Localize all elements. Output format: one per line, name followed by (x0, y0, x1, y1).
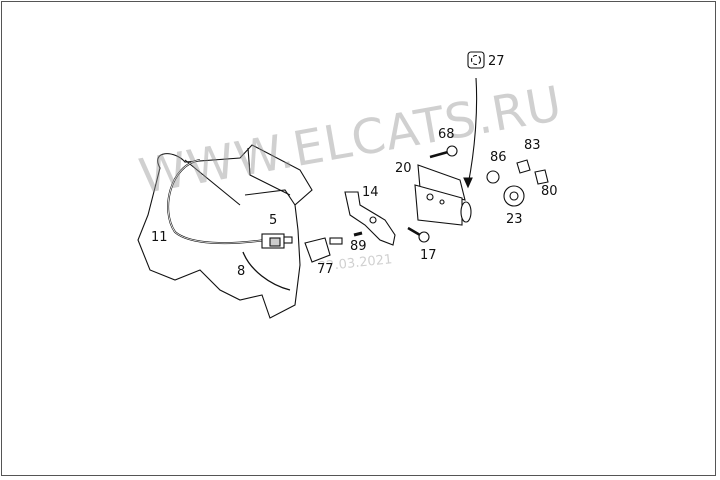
label-11: 11 (151, 230, 168, 245)
label-17: 17 (420, 248, 437, 263)
part-20-control-unit[interactable] (414, 164, 472, 226)
label-14: 14 (362, 185, 379, 200)
label-80: 80 (541, 184, 558, 199)
label-86: 86 (490, 150, 507, 165)
grommet-icon (467, 51, 485, 69)
part-8-heater-housing[interactable] (137, 144, 313, 319)
label-27: 27 (488, 54, 505, 69)
label-89: 89 (350, 239, 367, 254)
part-68-screw[interactable] (429, 145, 458, 159)
label-83: 83 (524, 138, 541, 153)
arrow-27 (467, 77, 478, 186)
part-80-clip[interactable] (534, 169, 549, 185)
part-89-bulb[interactable] (353, 231, 363, 237)
label-77: 77 (317, 262, 334, 277)
part-86-nut[interactable] (486, 170, 500, 184)
part-17-screw[interactable] (407, 226, 430, 243)
part-77-switch-valve[interactable] (304, 237, 343, 263)
label-68: 68 (438, 127, 455, 142)
label-8: 8 (237, 264, 246, 279)
part-83-clip[interactable] (516, 159, 531, 174)
part-23-knob[interactable] (503, 185, 525, 207)
label-20: 20 (395, 161, 412, 176)
label-5: 5 (269, 213, 278, 228)
label-23: 23 (506, 212, 523, 227)
part-5-valve[interactable] (261, 233, 293, 249)
